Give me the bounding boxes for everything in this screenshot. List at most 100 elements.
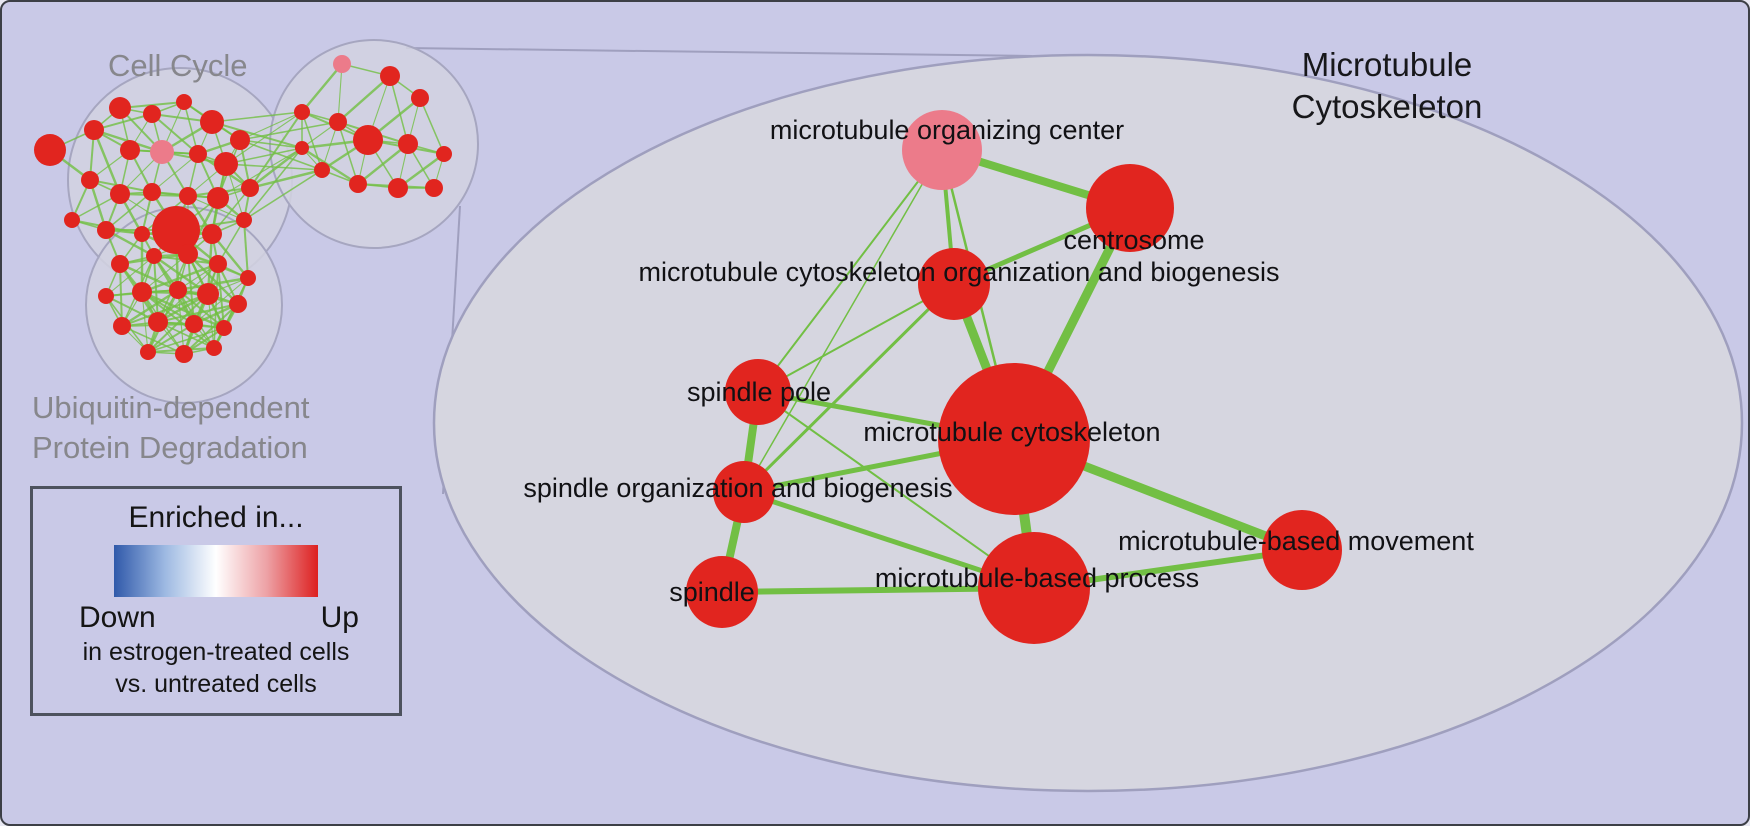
overview-edge xyxy=(141,290,225,330)
overview-node[interactable] xyxy=(175,345,193,363)
overview-node[interactable] xyxy=(209,255,227,273)
overview-node[interactable] xyxy=(202,224,222,244)
overview-node[interactable] xyxy=(353,125,383,155)
overview-node[interactable] xyxy=(230,130,250,150)
node-mt_move[interactable] xyxy=(1262,510,1342,590)
overview-node[interactable] xyxy=(110,184,130,204)
node-moc[interactable] xyxy=(902,110,982,190)
overview-node[interactable] xyxy=(84,120,104,140)
overview-edge xyxy=(389,75,409,145)
overview-node[interactable] xyxy=(197,283,219,305)
overview-edge xyxy=(243,169,323,221)
overview-node[interactable] xyxy=(179,187,197,205)
overview-edge xyxy=(105,228,155,258)
overview-node[interactable] xyxy=(236,212,252,228)
overview-node[interactable] xyxy=(140,344,156,360)
label-spindle: spindle xyxy=(669,577,755,607)
overview-edge xyxy=(225,163,323,171)
overview-edge xyxy=(92,129,122,195)
overview-edge xyxy=(211,121,303,149)
overview-node[interactable] xyxy=(178,244,198,264)
overview-node[interactable] xyxy=(295,141,309,155)
legend-down-label: Down xyxy=(79,601,156,634)
overview-node[interactable] xyxy=(214,152,238,176)
overview-node[interactable] xyxy=(207,187,229,209)
overview-node[interactable] xyxy=(314,162,330,178)
overview-edge xyxy=(301,63,343,113)
overview-node[interactable] xyxy=(132,282,152,302)
overview-edge xyxy=(249,147,303,189)
overview-node[interactable] xyxy=(143,105,161,123)
overview-edge xyxy=(419,97,445,155)
overview-node[interactable] xyxy=(333,55,351,73)
node-spindle_pole[interactable] xyxy=(725,359,791,425)
legend-subtitle-line1: in estrogen-treated cells xyxy=(82,638,350,666)
overview-edge xyxy=(157,303,239,323)
legend-endpoint-labels: Down Up xyxy=(33,597,399,635)
overview-node[interactable] xyxy=(240,270,256,286)
node-spindle[interactable] xyxy=(686,556,758,628)
edge-org_bio-sp_org xyxy=(742,282,956,494)
label-moc: microtubule organizing center xyxy=(770,115,1124,145)
overview-node[interactable] xyxy=(380,66,400,86)
overview-node[interactable] xyxy=(329,113,347,131)
ubiquitin-label-line1: Ubiquitin-dependent xyxy=(32,390,310,425)
overview-node[interactable] xyxy=(206,340,222,356)
legend-gradient-bar xyxy=(114,545,318,597)
overview-node[interactable] xyxy=(185,315,203,333)
label-centrosome: centrosome xyxy=(1063,225,1204,255)
overview-node[interactable] xyxy=(146,248,162,264)
node-sp_org[interactable] xyxy=(713,461,775,523)
overview-node[interactable] xyxy=(152,206,200,254)
overview-node[interactable] xyxy=(81,171,99,189)
overview-edge xyxy=(249,168,323,190)
overview-node[interactable] xyxy=(143,183,161,201)
overview-node[interactable] xyxy=(97,221,115,239)
overview-node[interactable] xyxy=(200,110,224,134)
overview-node[interactable] xyxy=(189,145,207,163)
overview-node[interactable] xyxy=(113,317,131,335)
overview-node[interactable] xyxy=(229,295,247,313)
edge-moc-sp_org xyxy=(743,149,943,493)
overview-edge xyxy=(239,111,303,141)
node-org_bio[interactable] xyxy=(918,248,990,320)
overview-node[interactable] xyxy=(109,97,131,119)
overview-node[interactable] xyxy=(436,146,452,162)
overview-edge xyxy=(141,291,149,353)
overview-edge xyxy=(243,219,249,279)
overview-node[interactable] xyxy=(349,175,367,193)
overview-node[interactable] xyxy=(64,212,80,228)
node-centrosome[interactable] xyxy=(1086,164,1174,252)
label-org_bio: microtubule cytoskeleton organization an… xyxy=(639,257,1280,287)
node-mt_proc[interactable] xyxy=(978,532,1090,644)
legend-title: Enriched in... xyxy=(128,501,304,534)
overview-edge xyxy=(243,147,303,221)
overview-node[interactable] xyxy=(111,255,129,273)
overview-node[interactable] xyxy=(34,134,66,166)
label-mt_move: microtubule-based movement xyxy=(1118,526,1474,556)
overview-node[interactable] xyxy=(388,178,408,198)
overview-node[interactable] xyxy=(134,226,150,242)
overview-node[interactable] xyxy=(98,288,114,304)
node-mt_cyto[interactable] xyxy=(938,363,1090,515)
overview-node[interactable] xyxy=(120,140,140,160)
overview-node[interactable] xyxy=(148,312,168,332)
overview-node[interactable] xyxy=(216,320,232,336)
overview-node[interactable] xyxy=(398,134,418,154)
overview-node[interactable] xyxy=(411,89,429,107)
label-spindle_pole: spindle pole xyxy=(687,377,831,407)
overview-edge xyxy=(239,139,303,149)
overview-edge xyxy=(225,111,303,165)
zoom-cluster-title: Microtubule Cytoskeleton xyxy=(1257,44,1517,128)
overview-node[interactable] xyxy=(241,179,259,197)
overview-node[interactable] xyxy=(425,179,443,197)
overview-node[interactable] xyxy=(294,104,310,120)
legend-subtitle-line2: vs. untreated cells xyxy=(115,670,317,698)
overview-edge xyxy=(177,289,185,355)
overview-node[interactable] xyxy=(169,281,187,299)
overview-node[interactable] xyxy=(150,140,174,164)
edge-moc-spindle_pole xyxy=(757,149,943,393)
overview-edge xyxy=(357,143,409,185)
overview-node[interactable] xyxy=(176,94,192,110)
